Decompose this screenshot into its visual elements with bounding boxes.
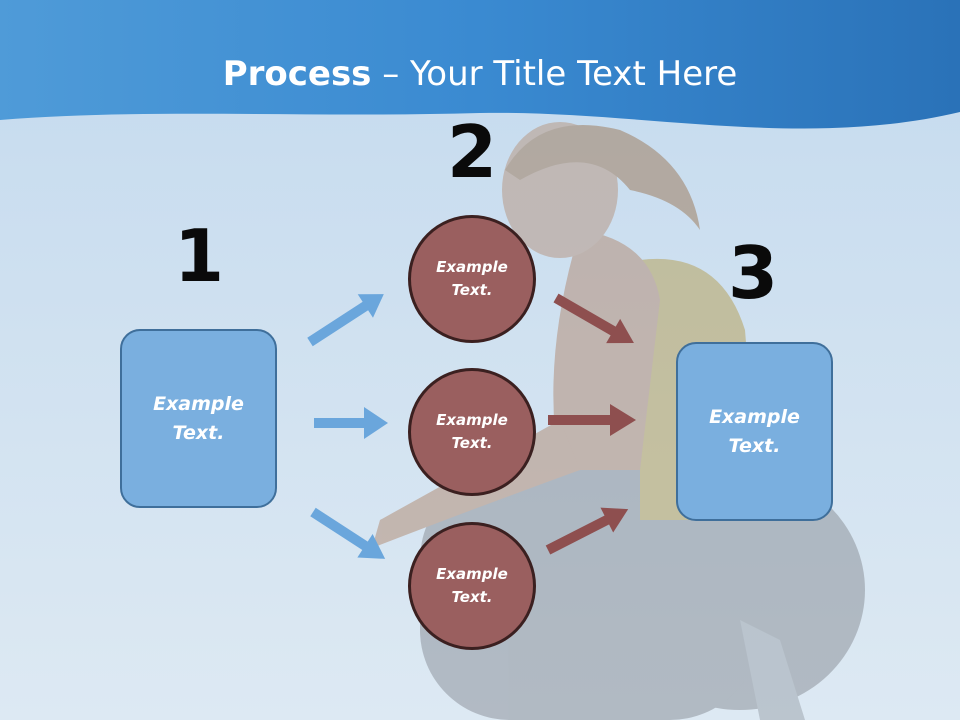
- header-banner: [0, 0, 960, 129]
- step2-circle-top[interactable]: Example Text.: [408, 215, 536, 343]
- step1-box[interactable]: Example Text.: [120, 329, 277, 508]
- step-number-1: 1: [173, 214, 225, 298]
- title-bold: Process: [222, 54, 372, 94]
- circle-middle-label: Example Text.: [436, 411, 508, 452]
- circle-bottom-label: Example Text.: [436, 565, 508, 606]
- arrow-to-top-circle: [307, 294, 384, 347]
- step3-box-label: Example Text.: [709, 405, 800, 457]
- step2-circle-middle[interactable]: Example Text.: [408, 368, 536, 496]
- step3-box[interactable]: Example Text.: [676, 342, 833, 521]
- step-number-2: 2: [446, 110, 498, 194]
- arrow-to-middle-circle: [314, 407, 388, 439]
- red-arrows: [545, 293, 636, 555]
- arrow-middle-circle-to-box: [548, 404, 636, 436]
- title-rest: – Your Title Text Here: [371, 54, 738, 94]
- step-number-3: 3: [727, 231, 779, 315]
- arrow-to-bottom-circle: [310, 507, 386, 559]
- step2-circle-bottom[interactable]: Example Text.: [408, 522, 536, 650]
- arrow-top-circle-to-box: [553, 293, 634, 344]
- arrow-bottom-circle-to-box: [545, 507, 629, 555]
- blue-arrows: [307, 294, 388, 559]
- circle-top-label: Example Text.: [436, 258, 508, 299]
- slide-title: Process – Your Title Text Here: [0, 52, 960, 96]
- step1-box-label: Example Text.: [153, 392, 244, 444]
